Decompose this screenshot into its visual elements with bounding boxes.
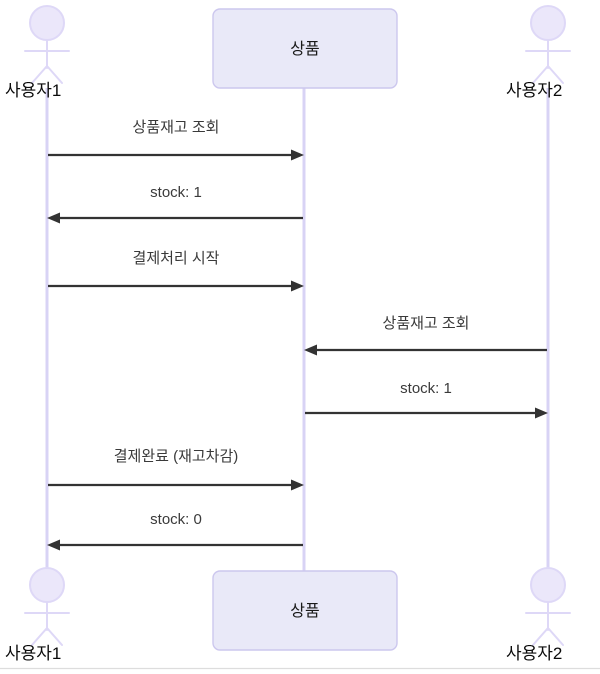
participant-product-bottom[interactable]: 상품 xyxy=(212,570,398,651)
actor-label-user2-top: 사용자2 xyxy=(506,81,562,100)
message-2-label: stock: 1 xyxy=(150,184,202,201)
actor-label-user1-bottom: 사용자1 xyxy=(5,644,61,663)
message-2-arrowhead xyxy=(47,212,60,224)
participant-box xyxy=(212,8,398,89)
actor-head-icon xyxy=(530,567,566,603)
actor-head-icon xyxy=(530,5,566,41)
message-5[interactable]: stock: 1 xyxy=(305,380,548,419)
message-4-label: 상품재고 조회 xyxy=(383,315,470,332)
actor-leg-right-line xyxy=(547,627,564,646)
actor-leg-left-line xyxy=(532,627,549,646)
actor-leg-right-line xyxy=(46,65,63,84)
actor-head-icon xyxy=(29,5,65,41)
actor-label-user2-bottom: 사용자2 xyxy=(506,644,562,663)
actor-leg-right-line xyxy=(547,65,564,84)
actor-head-icon xyxy=(29,567,65,603)
actor-leg-right-line xyxy=(46,627,63,646)
actor-leg-left-line xyxy=(31,627,48,646)
actor-leg-left-line xyxy=(31,65,48,84)
message-3[interactable]: 결제처리 시작 xyxy=(48,250,304,292)
message-3-label: 결제처리 시작 xyxy=(133,250,220,267)
message-6-arrowhead xyxy=(291,479,304,491)
message-1-label: 상품재고 조회 xyxy=(133,119,220,136)
actor-user2-top[interactable]: 사용자2 xyxy=(506,5,571,100)
message-4-arrowhead xyxy=(304,344,317,356)
message-2[interactable]: stock: 1 xyxy=(47,184,303,224)
message-1-arrowhead xyxy=(291,149,304,161)
actor-label-user1-top: 사용자1 xyxy=(5,81,61,100)
participant-label-product-bottom: 상품 xyxy=(290,602,319,620)
actor-user2-bottom[interactable]: 사용자2 xyxy=(506,567,571,663)
participant-label-product-top: 상품 xyxy=(290,40,319,58)
message-7-label: stock: 0 xyxy=(150,511,202,528)
message-6[interactable]: 결제완료 (재고차감) xyxy=(48,448,304,491)
message-5-label: stock: 1 xyxy=(400,380,452,397)
message-3-arrowhead xyxy=(291,280,304,292)
message-1[interactable]: 상품재고 조회 xyxy=(48,119,304,161)
message-5-arrowhead xyxy=(535,407,548,419)
message-4[interactable]: 상품재고 조회 xyxy=(304,315,547,356)
participant-product-top[interactable]: 상품 xyxy=(212,8,398,89)
message-7[interactable]: stock: 0 xyxy=(47,511,303,551)
lifelines xyxy=(45,88,550,572)
actor-user1-top[interactable]: 사용자1 xyxy=(5,5,70,100)
participant-box xyxy=(212,570,398,651)
message-7-arrowhead xyxy=(47,539,60,551)
actor-user1-bottom[interactable]: 사용자1 xyxy=(5,567,70,663)
actor-leg-left-line xyxy=(532,65,549,84)
message-6-label: 결제완료 (재고차감) xyxy=(114,448,239,465)
